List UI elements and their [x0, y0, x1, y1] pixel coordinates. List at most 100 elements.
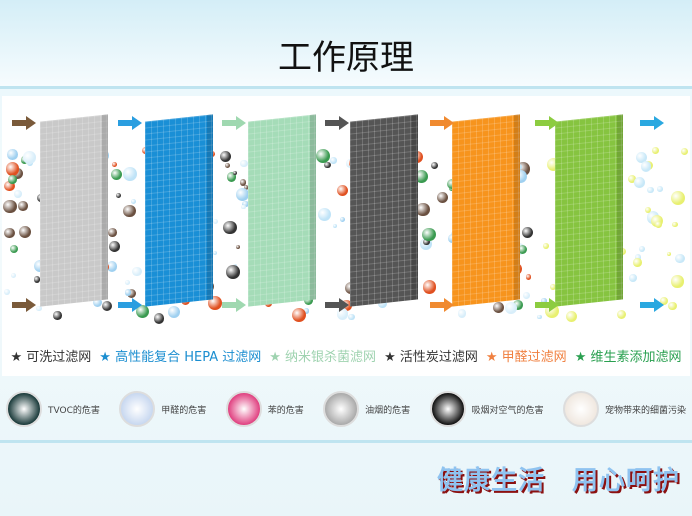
particle [241, 204, 246, 210]
particle [415, 169, 428, 183]
particle [318, 207, 332, 221]
particle [635, 151, 647, 164]
arrow-right-icon [12, 116, 36, 130]
particle [236, 188, 250, 202]
particle [671, 275, 684, 288]
hazard-label: 苯的危害 [267, 405, 304, 416]
hazard-label: TVOC的危害 [48, 405, 100, 416]
particle [226, 265, 240, 279]
arrow-right-icon [430, 116, 454, 130]
particle [640, 161, 652, 172]
particle [330, 157, 337, 164]
particle [541, 298, 547, 304]
hazard-item: 苯的危害 [225, 385, 304, 433]
particle [110, 168, 123, 181]
particle [18, 201, 28, 211]
particle [522, 226, 534, 238]
particle [549, 283, 557, 291]
particle [634, 254, 642, 262]
particle [125, 279, 131, 286]
hazard-item: TVOC的危害 [6, 385, 100, 433]
particle [123, 204, 136, 217]
particle [167, 305, 180, 319]
hazard-item: 甲醛的危害 [119, 385, 206, 433]
hazard-image [6, 391, 42, 427]
particle [378, 299, 387, 308]
hazard-label: 吸烟对空气的危害 [471, 405, 544, 416]
particle [240, 159, 248, 168]
filter-label: ★ 维生素添加滤网 [575, 346, 682, 365]
particle [240, 179, 247, 186]
star-icon: ★ [384, 350, 400, 365]
particle [348, 313, 355, 321]
particle [36, 305, 42, 312]
arrow-right-icon [640, 116, 664, 130]
particle [333, 223, 338, 228]
particle [23, 151, 36, 164]
particle [675, 253, 685, 264]
star-icon: ★ [269, 350, 286, 365]
particle [153, 313, 165, 324]
star-icon: ★ [99, 350, 116, 365]
particle [7, 149, 18, 160]
particle [537, 314, 542, 319]
filter-panel [145, 114, 213, 307]
particle [115, 192, 122, 199]
particle [629, 274, 638, 282]
arrow-right-icon [12, 298, 36, 312]
filter-panel [40, 114, 108, 307]
particle [523, 291, 531, 299]
particle [233, 170, 238, 175]
particle [681, 148, 688, 156]
filter-panel [452, 114, 520, 307]
arrow-right-icon [640, 298, 664, 312]
particle [4, 227, 15, 239]
particle [647, 186, 654, 194]
header-band [0, 0, 692, 88]
particle [336, 185, 348, 197]
filter-label-text: 甲醛过滤网 [501, 350, 567, 365]
filter-legend: ★ 可洗过滤网★ 高性能复合 HEPA 过滤网★ 纳米银杀菌滤网★ 活性炭过滤网… [0, 346, 692, 365]
particle [421, 227, 436, 242]
arrow-right-icon [118, 116, 142, 130]
filter-label-text: 活性炭过滤网 [399, 350, 478, 365]
star-icon: ★ [485, 350, 502, 365]
particle [652, 147, 660, 154]
particle [436, 191, 448, 203]
filter-label: ★ 高性能复合 HEPA 过滤网 [99, 346, 261, 365]
filter-label: ★ 活性炭过滤网 [384, 346, 478, 365]
particle [226, 172, 237, 182]
hazard-label: 油烟的危害 [365, 405, 411, 416]
particle [633, 177, 645, 189]
hazard-list: TVOC的危害甲醛的危害苯的危害油烟的危害吸烟对空气的危害宠物带来的细菌污染 [0, 385, 692, 433]
particle [617, 310, 627, 320]
particle [513, 300, 523, 310]
particle [657, 185, 664, 192]
hazard-image [562, 391, 599, 427]
particle [33, 276, 41, 284]
star-icon: ★ [574, 350, 591, 365]
filter-panel [350, 114, 418, 307]
page-title: 工作原理 [278, 38, 414, 78]
particle [235, 244, 241, 249]
particle [241, 200, 249, 208]
particle [457, 309, 467, 318]
particle [324, 161, 331, 169]
filter-label-text: 可洗过滤网 [26, 350, 92, 365]
particle [225, 163, 231, 169]
arrow-right-icon [118, 298, 142, 312]
particle [8, 174, 18, 184]
particle [423, 280, 437, 294]
particle [667, 301, 677, 311]
filter-label-text: 高性能复合 HEPA 过滤网 [115, 350, 262, 365]
filter-panel [248, 114, 316, 307]
particle [213, 219, 219, 225]
arrow-right-icon [222, 116, 246, 130]
divider [0, 86, 692, 89]
particle [109, 241, 121, 252]
particle [111, 162, 117, 167]
particle [106, 261, 118, 272]
particle [10, 272, 16, 279]
filter-label: ★ 纳米银杀菌滤网 [269, 346, 376, 365]
hazard-image [225, 391, 262, 427]
